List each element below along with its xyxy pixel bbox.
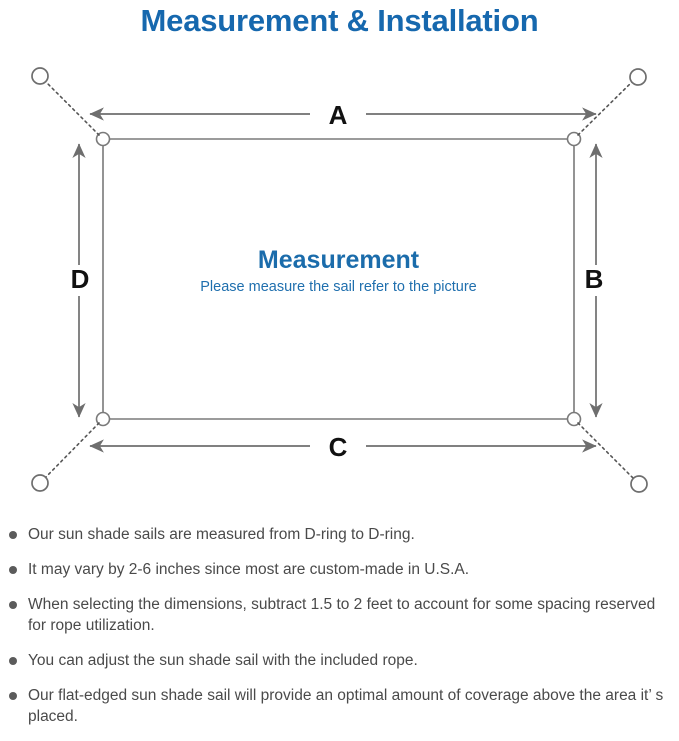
d-ring-top-right (566, 131, 582, 147)
rope-top-left (43, 79, 100, 136)
anchor-ring-top-right (629, 68, 647, 86)
sail-rectangle (102, 138, 575, 420)
rope-bottom-left (43, 422, 100, 480)
dimension-label-b: B (576, 265, 612, 293)
anchor-ring-bottom-left (31, 474, 49, 492)
list-item-text: When selecting the dimensions, subtract … (28, 596, 656, 634)
d-ring-bottom-left (95, 411, 111, 427)
list-item-text: You can adjust the sun shade sail with t… (28, 652, 418, 669)
bullet-icon (9, 531, 17, 539)
anchor-ring-bottom-right (630, 475, 648, 493)
sail-measurement-diagram: Measurement Please measure the sail refe… (0, 44, 679, 514)
list-item: It may vary by 2-6 inches since most are… (0, 559, 679, 580)
d-ring-top-left (95, 131, 111, 147)
rope-bottom-right (577, 422, 636, 481)
list-item: Our flat-edged sun shade sail will provi… (0, 685, 679, 727)
bullet-icon (9, 657, 17, 665)
sail-sublabel-instruction: Please measure the sail refer to the pic… (200, 279, 477, 295)
list-item-text: It may vary by 2-6 inches since most are… (28, 561, 470, 578)
list-item-text: Our flat-edged sun shade sail will provi… (28, 687, 664, 725)
anchor-ring-top-left (31, 67, 49, 85)
dimension-label-c: C (310, 433, 366, 461)
list-item: When selecting the dimensions, subtract … (0, 594, 679, 636)
bullet-icon (9, 601, 17, 609)
bullet-icon (9, 566, 17, 574)
notes-list: Our sun shade sails are measured from D-… (0, 524, 679, 741)
dimension-label-d: D (62, 265, 98, 293)
page-title: Measurement & Installation (140, 3, 539, 38)
rope-top-right (577, 79, 635, 136)
dimension-label-a: A (310, 101, 366, 129)
list-item-text: Our sun shade sails are measured from D-… (28, 526, 415, 543)
list-item: You can adjust the sun shade sail with t… (0, 650, 679, 671)
sail-label-measurement: Measurement (257, 246, 420, 274)
bullet-icon (9, 692, 17, 700)
d-ring-bottom-right (566, 411, 582, 427)
diagram-svg (31, 67, 648, 493)
list-item: Our sun shade sails are measured from D-… (0, 524, 679, 545)
